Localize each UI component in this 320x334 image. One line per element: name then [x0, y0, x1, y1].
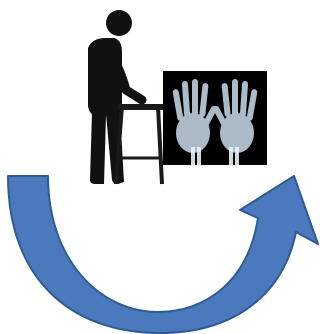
curved-cycle-arrow-icon	[0, 170, 320, 334]
elderly-person-with-walker-icon	[66, 8, 166, 186]
hand-xray-image	[163, 71, 267, 165]
